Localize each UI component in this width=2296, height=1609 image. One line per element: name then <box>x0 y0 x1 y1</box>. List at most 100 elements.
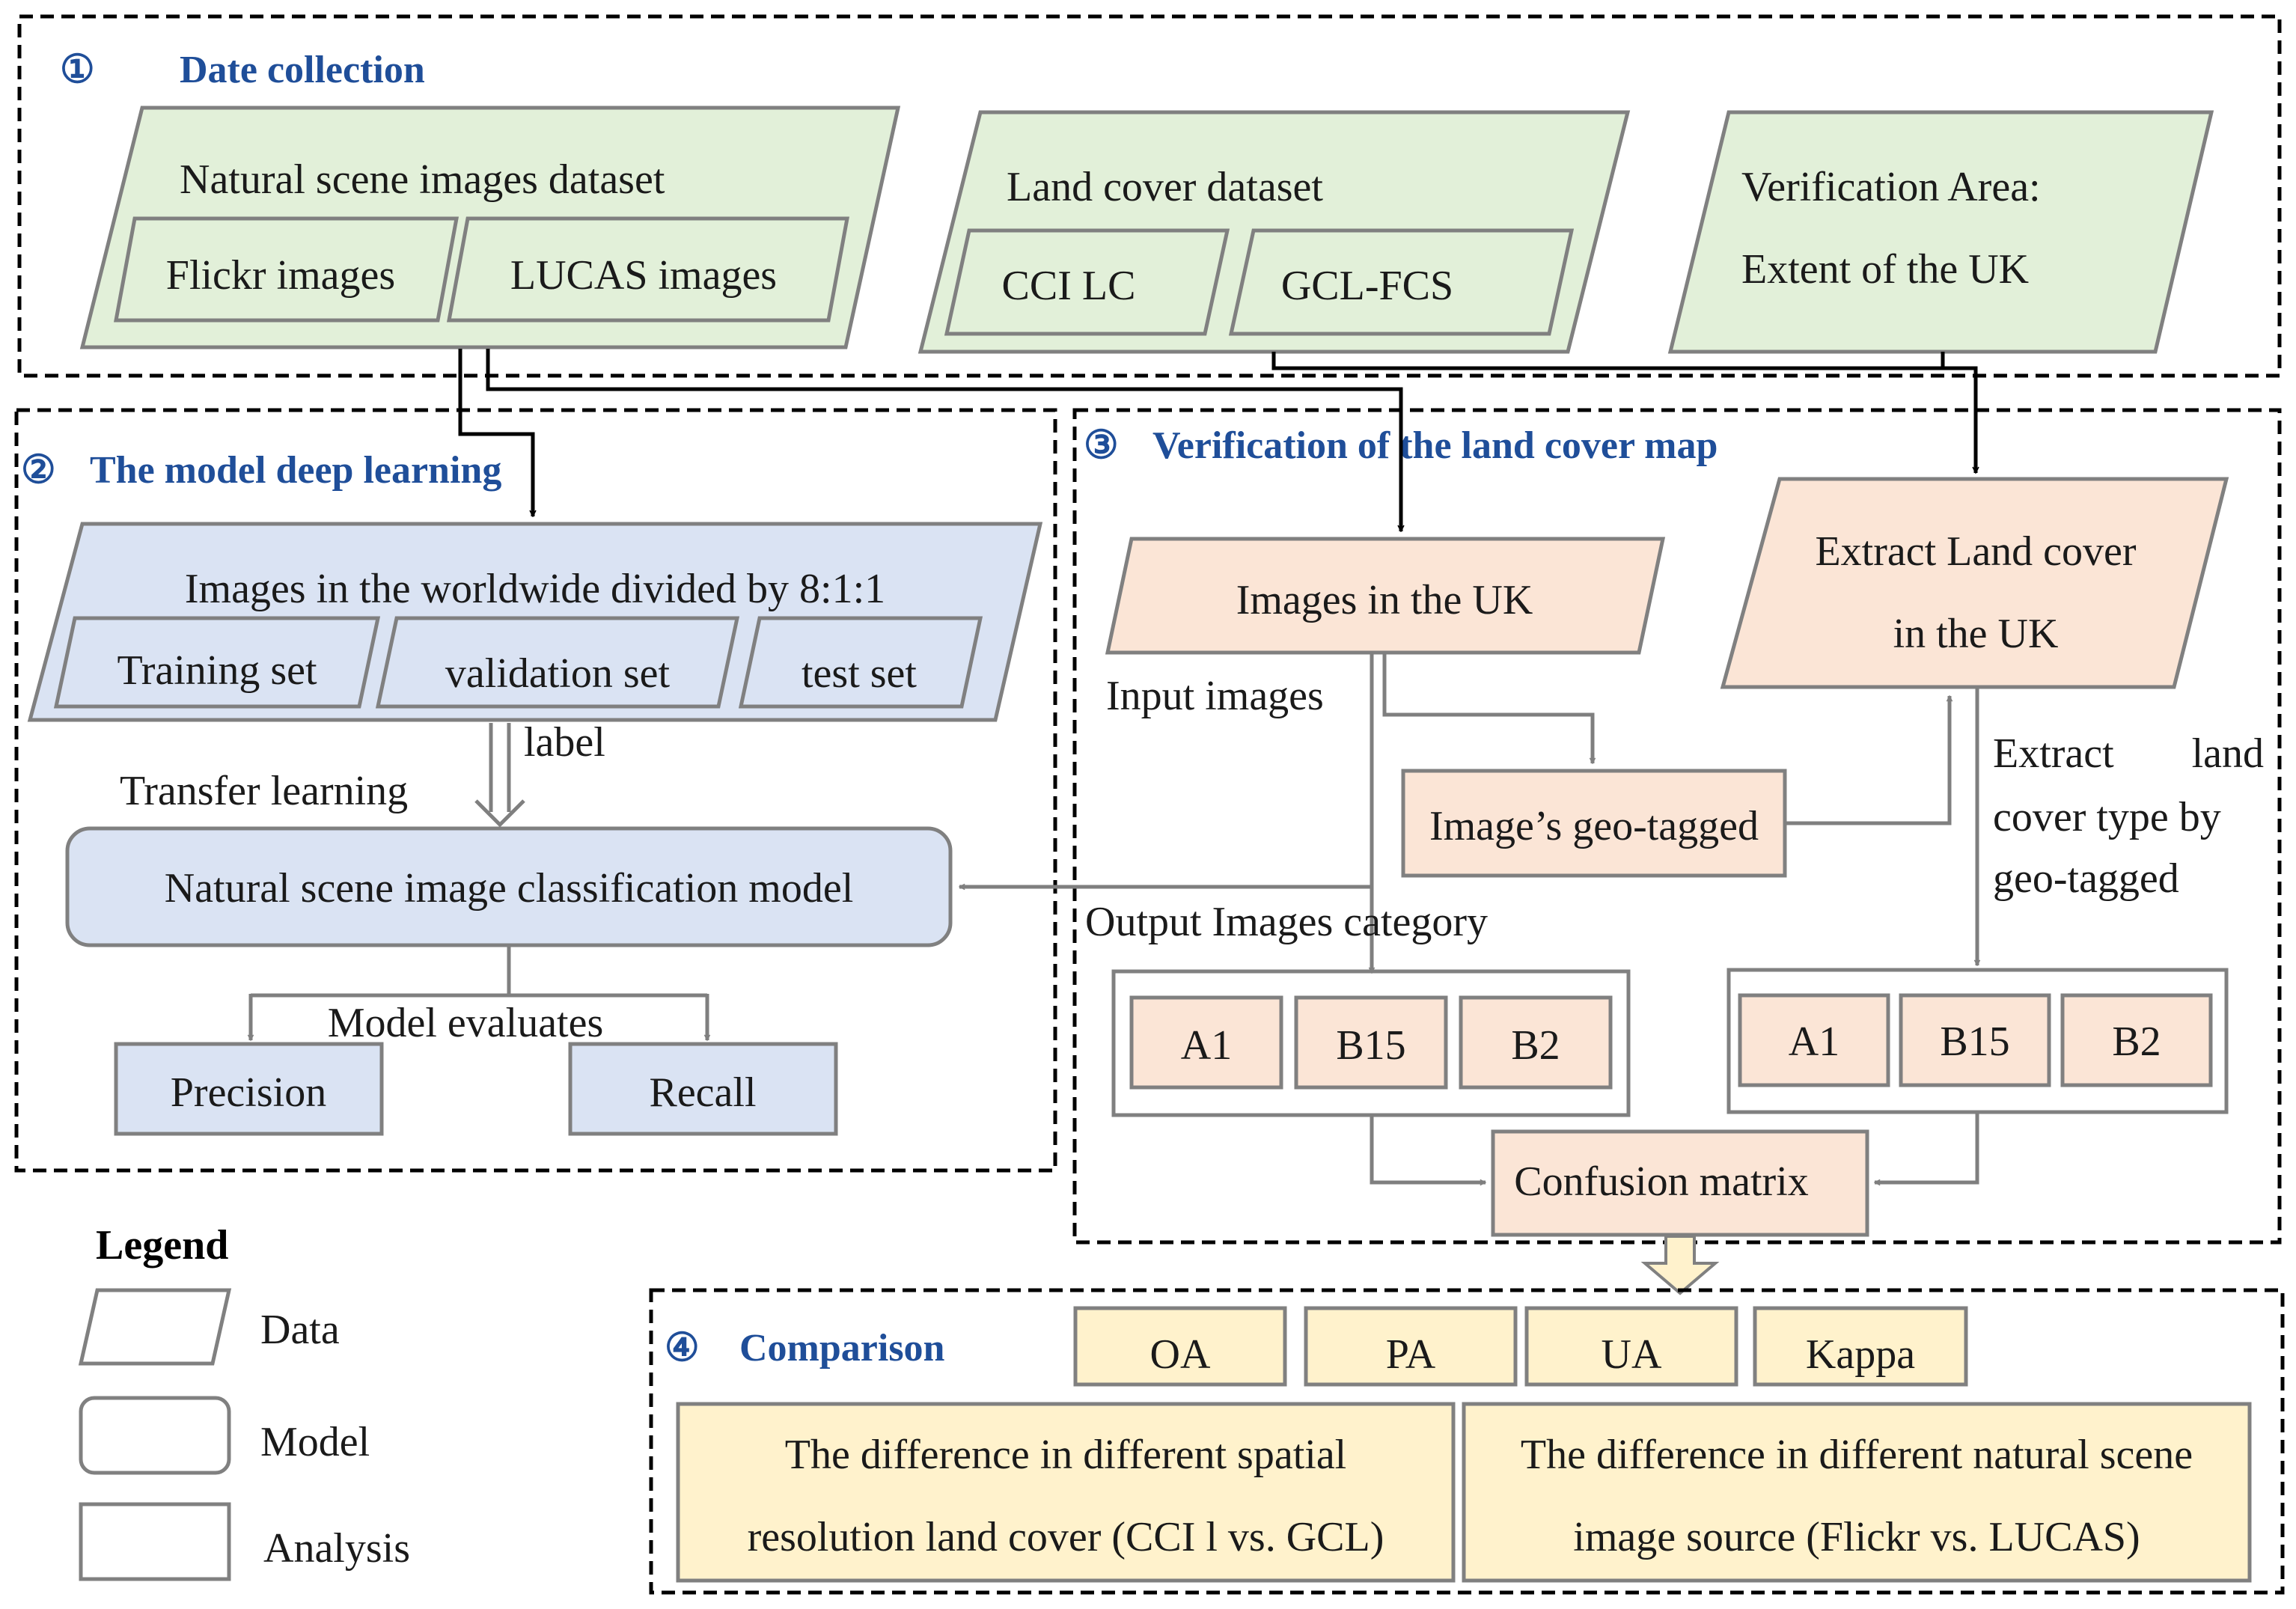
left-to-confusion-line <box>1370 1115 1486 1182</box>
section-3-border <box>1072 408 2282 1245</box>
section-2-number: ② <box>21 449 56 492</box>
natural-to-uk-arrow <box>486 349 1401 531</box>
legend-data-shape <box>78 1288 232 1366</box>
recall-label: Recall <box>649 1069 756 1116</box>
training-set-label: Training set <box>117 647 317 694</box>
cci-lc-label: CCI LC <box>1002 263 1136 309</box>
legend-analysis-shape <box>79 1502 231 1581</box>
images-in-uk-shape <box>1105 537 1666 655</box>
flickr-images-box <box>113 216 459 323</box>
right-cat-b2-box <box>2060 993 2213 1087</box>
metric-kappa-label: Kappa <box>1806 1331 1915 1378</box>
input-images-text: Input images <box>1106 673 1324 719</box>
verification-area-line2: Extent of the UK <box>1741 246 2029 293</box>
extract-land-cover-shape <box>1720 477 2229 689</box>
section-3-title: Verification of the land cover map <box>1152 424 1718 467</box>
left-cat-a1-box <box>1129 995 1283 1090</box>
geotag-label: Image’s geo-tagged <box>1429 803 1759 849</box>
section-3-number: ③ <box>1084 424 1119 467</box>
left-cat-b2-box <box>1459 995 1613 1090</box>
right-cat-a1-box <box>1738 993 1890 1087</box>
diff-source-line2: image source (Flickr vs. LUCAS) <box>1573 1514 2140 1560</box>
extract-note-line3: geo-tagged <box>1993 855 2179 902</box>
extract-note-line1b: land <box>2192 730 2264 777</box>
training-set-box <box>53 616 381 709</box>
diff-resolution-box <box>676 1402 1456 1583</box>
diff-source-box <box>1462 1402 2252 1583</box>
legend-title: Legend <box>96 1222 228 1268</box>
classification-model-box <box>65 826 953 947</box>
images-in-uk-label: Images in the UK <box>1236 577 1533 623</box>
section-model-deep-learning: ② The model deep learning Images in the … <box>14 408 1057 1173</box>
left-cat-a1-label: A1 <box>1181 1022 1232 1069</box>
data-flow-arrows <box>458 349 1976 531</box>
verification-area-shape <box>1667 110 2214 354</box>
validation-set-box <box>375 616 740 709</box>
land-cover-dataset-title: Land cover dataset <box>1007 164 1323 210</box>
section-4-title: Comparison <box>739 1327 945 1370</box>
diff-resolution-line1: The difference in different spatial <box>785 1432 1346 1478</box>
output-images-text: Output Images category <box>1085 899 1488 945</box>
section-2-border <box>14 408 1057 1173</box>
legend-model-shape <box>79 1396 231 1475</box>
left-cat-b15-box <box>1294 995 1448 1090</box>
worldwide-images-title: Images in the worldwide divided by 8:1:1 <box>185 566 885 612</box>
transfer-learning-text: Transfer learning <box>120 768 408 814</box>
metric-oa-label: OA <box>1150 1331 1211 1378</box>
section-1-border <box>17 14 2282 378</box>
extract-land-cover-line1: Extract Land cover <box>1815 528 2136 575</box>
natural-to-model-arrow-a <box>458 349 533 516</box>
flickr-images-label: Flickr images <box>166 252 395 299</box>
legend-data-label: Data <box>260 1307 340 1353</box>
section-comparison: ④ Comparison OA PA UA Kappa The differen… <box>649 1288 2285 1595</box>
metric-pa-box <box>1304 1306 1518 1387</box>
lucas-images-label: LUCAS images <box>510 252 777 299</box>
label-arrow-head <box>474 799 525 828</box>
metric-ua-box <box>1524 1306 1738 1387</box>
natural-scene-dataset-title: Natural scene images dataset <box>180 156 665 203</box>
legend-model-label: Model <box>260 1419 370 1465</box>
extract-note-line2: cover type by <box>1993 794 2221 840</box>
section-1-title: Date collection <box>180 49 425 91</box>
section-2-title: The model deep learning <box>90 449 501 492</box>
right-cat-b2-label: B2 <box>2112 1019 2161 1065</box>
model-evaluates-text: Model evaluates <box>328 1000 604 1046</box>
to-comparison-arrow <box>1640 1235 1720 1295</box>
left-cat-b2-label: B2 <box>1511 1022 1560 1069</box>
cci-lc-box <box>944 228 1230 336</box>
extract-land-cover-line2: in the UK <box>1893 611 2059 657</box>
legend-analysis-label: Analysis <box>263 1525 410 1572</box>
section-4-border <box>649 1288 2285 1595</box>
geotag-to-extract-line <box>1785 696 1950 825</box>
landcover-to-extract-arrow <box>1271 352 1976 473</box>
label-text: label <box>524 719 605 766</box>
test-set-label: test set <box>802 650 917 697</box>
metric-pa-label: PA <box>1386 1331 1436 1378</box>
right-cat-b15-label: B15 <box>1940 1019 2009 1065</box>
legend: Legend Data Model Analysis <box>78 1222 410 1581</box>
right-to-confusion-line <box>1875 1112 1979 1182</box>
test-set-box <box>738 616 983 709</box>
section-1-number: ① <box>60 49 95 91</box>
verification-area-line1: Verification Area: <box>1741 164 2041 210</box>
precision-box <box>114 1042 384 1136</box>
recall-box <box>568 1042 838 1136</box>
gcl-fcs-box <box>1228 228 1575 336</box>
section-verification: ③ Verification of the land cover map Ima… <box>959 408 2282 1295</box>
section-date-collection: ① Date collection Natural scene images d… <box>17 14 2282 378</box>
right-cat-b15-box <box>1899 993 2051 1087</box>
metric-kappa-box <box>1753 1306 1968 1387</box>
left-cat-b15-label: B15 <box>1336 1022 1405 1069</box>
extract-note-line1a: Extract <box>1993 730 2114 777</box>
diff-source-line1: The difference in different natural scen… <box>1521 1432 2193 1478</box>
metric-ua-label: UA <box>1602 1331 1662 1378</box>
right-cat-a1-label: A1 <box>1789 1019 1839 1065</box>
gcl-fcs-label: GCL-FCS <box>1281 263 1453 309</box>
confusion-matrix-label: Confusion matrix <box>1514 1158 1809 1205</box>
classification-model-label: Natural scene image classification model <box>165 865 854 912</box>
diff-resolution-line2: resolution land cover (CCI l vs. GCL) <box>748 1514 1384 1560</box>
precision-label: Precision <box>171 1069 326 1116</box>
images-to-geotag-line <box>1382 653 1593 763</box>
validation-set-label: validation set <box>445 650 671 697</box>
